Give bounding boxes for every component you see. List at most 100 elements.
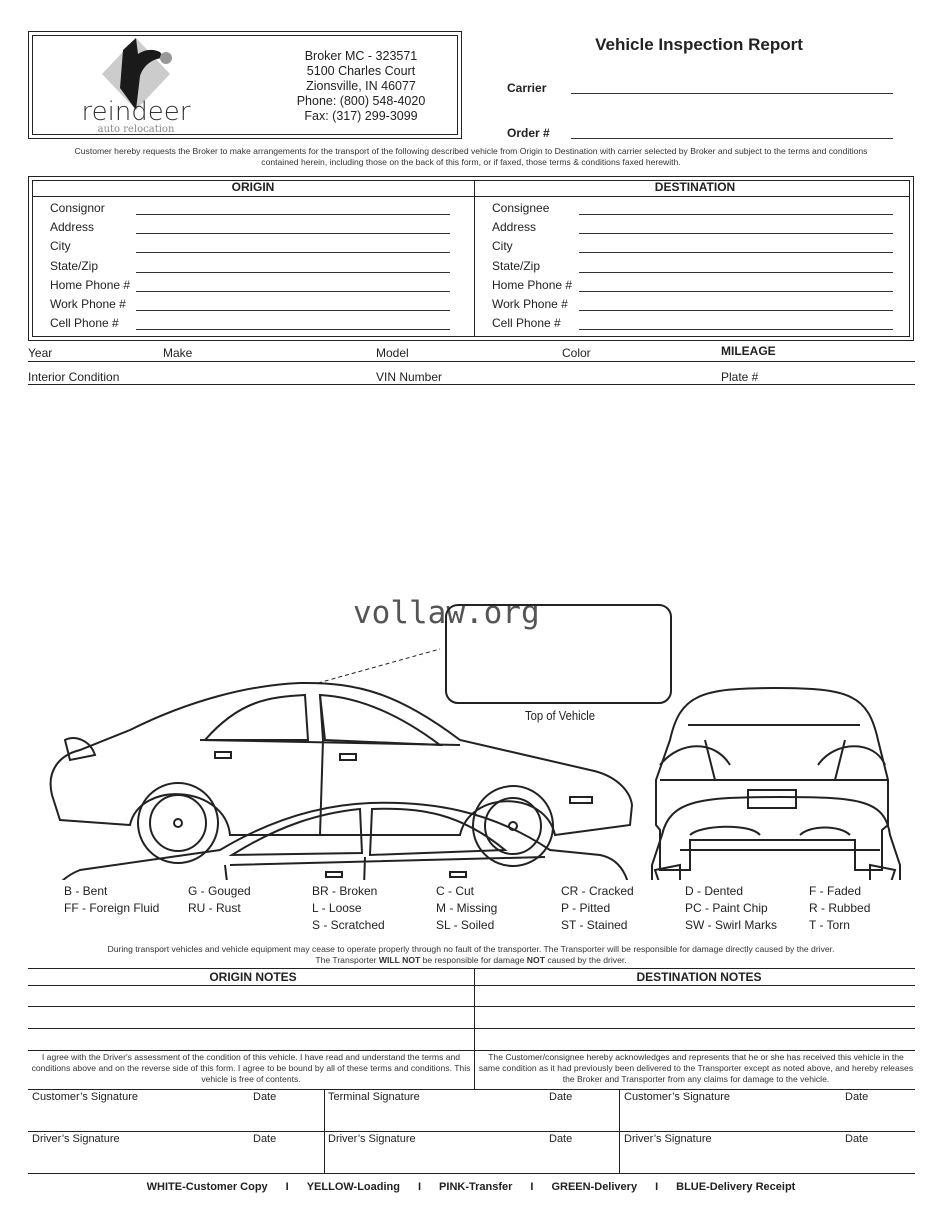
origin-field-input[interactable] bbox=[136, 271, 450, 273]
destination-field-label: Home Phone # bbox=[492, 277, 573, 292]
car-side-passenger[interactable] bbox=[49, 681, 634, 867]
signature-label: Terminal Signature bbox=[328, 1091, 420, 1103]
signature-label: Customer’s Signature bbox=[32, 1091, 138, 1103]
intro-line-1: Customer hereby requests the Broker to m… bbox=[74, 146, 868, 156]
notes-line[interactable] bbox=[28, 1006, 915, 1007]
origin-notes-header: ORIGIN NOTES bbox=[209, 970, 297, 984]
signature-label: Driver’s Signature bbox=[32, 1133, 120, 1145]
page-title: Vehicle Inspection Report bbox=[595, 35, 803, 54]
order-field[interactable] bbox=[571, 138, 893, 139]
copy-label: PINK-Transfer bbox=[439, 1181, 513, 1193]
signature-line[interactable] bbox=[28, 1131, 915, 1132]
broker-box bbox=[28, 31, 462, 139]
mileage-label: MILEAGE bbox=[721, 344, 776, 358]
disclaimer-line-2: The Transporter WILL NOT be responsible … bbox=[108, 955, 835, 966]
destination-field-input[interactable] bbox=[579, 214, 893, 215]
top-of-vehicle-box[interactable] bbox=[445, 604, 672, 704]
origin-field-input[interactable] bbox=[136, 329, 450, 331]
broker-street: 5100 Charles Court bbox=[306, 64, 416, 78]
notes-line[interactable] bbox=[28, 1050, 915, 1051]
vin-label: VIN Number bbox=[376, 370, 443, 384]
damage-code: R - Rubbed bbox=[809, 901, 871, 915]
damage-code: L - Loose bbox=[312, 901, 362, 915]
destination-field-label: Address bbox=[492, 220, 537, 235]
separator: I bbox=[530, 1181, 534, 1193]
divider bbox=[32, 196, 910, 197]
signature-label: Driver’s Signature bbox=[624, 1133, 712, 1145]
damage-code: ST - Stained bbox=[561, 918, 628, 932]
carrier-field[interactable] bbox=[571, 93, 893, 94]
text: The Transporter bbox=[315, 955, 379, 965]
disclaimer-line-1: During transport vehicles and vehicle eq… bbox=[107, 944, 835, 954]
origin-header: ORIGIN bbox=[231, 180, 275, 194]
damage-code: PC - Paint Chip bbox=[685, 901, 768, 915]
origin-field-label: Home Phone # bbox=[50, 277, 131, 292]
date-label: Date bbox=[549, 1091, 573, 1103]
destination-field-input[interactable] bbox=[579, 233, 893, 235]
destination-field-label: City bbox=[492, 239, 513, 254]
origin-field-label: State/Zip bbox=[50, 258, 99, 273]
carrier-label: Carrier bbox=[507, 81, 547, 95]
damage-code: G - Gouged bbox=[188, 884, 251, 898]
divider bbox=[474, 180, 475, 337]
vehicle-row-1-line[interactable] bbox=[28, 361, 915, 362]
damage-code: C - Cut bbox=[436, 884, 475, 898]
plate-label: Plate # bbox=[721, 370, 759, 384]
destination-field-input[interactable] bbox=[579, 271, 893, 273]
car-front-view[interactable] bbox=[651, 795, 901, 880]
destination-agreement: The Customer/consignee hereby acknowledg… bbox=[478, 1052, 914, 1084]
damage-code: B - Bent bbox=[64, 884, 108, 898]
origin-field-input[interactable] bbox=[136, 214, 450, 215]
damage-code: M - Missing bbox=[436, 901, 498, 915]
destination-field-label: Consignee bbox=[492, 201, 550, 215]
origin-field-input[interactable] bbox=[136, 310, 450, 311]
origin-field-input[interactable] bbox=[136, 252, 450, 254]
model-label: Model bbox=[376, 346, 409, 360]
origin-field-input[interactable] bbox=[136, 290, 450, 292]
broker-city: Zionsville, IN 46077 bbox=[306, 79, 416, 93]
origin-field-input[interactable] bbox=[136, 233, 450, 235]
destination-field-input[interactable] bbox=[579, 290, 893, 292]
order-label: Order # bbox=[507, 126, 550, 140]
date-label: Date bbox=[845, 1091, 869, 1103]
copy-label: GREEN-Delivery bbox=[551, 1181, 638, 1193]
car-rear-view[interactable] bbox=[655, 686, 889, 871]
svg-text:reindeer: reindeer bbox=[81, 97, 190, 127]
origin-field-label: Cell Phone # bbox=[50, 316, 119, 331]
date-label: Date bbox=[253, 1091, 277, 1103]
destination-field-label: State/Zip bbox=[492, 258, 541, 273]
destination-header: DESTINATION bbox=[654, 180, 736, 194]
disclaimer: During transport vehicles and vehicle eq… bbox=[108, 944, 835, 966]
destination-field-input[interactable] bbox=[579, 252, 893, 254]
interior-label: Interior Condition bbox=[28, 370, 120, 384]
damage-code: SW - Swirl Marks bbox=[685, 918, 777, 932]
text: caused by the driver. bbox=[544, 955, 627, 965]
damage-code: F - Faded bbox=[809, 884, 862, 898]
destination-notes-header: DESTINATION NOTES bbox=[636, 970, 762, 984]
divider bbox=[28, 968, 915, 969]
text: be responsible for damage bbox=[420, 955, 527, 965]
damage-code: P - Pitted bbox=[561, 901, 611, 915]
top-of-vehicle-label: Top of Vehicle bbox=[524, 709, 596, 723]
date-label: Date bbox=[253, 1133, 277, 1145]
origin-agreement: I agree with the Driver's assessment of … bbox=[31, 1052, 471, 1084]
vehicle-diagrams[interactable]: vollaw.org bbox=[0, 395, 943, 880]
notes-line[interactable] bbox=[28, 1028, 915, 1029]
destination-field-input[interactable] bbox=[579, 310, 893, 311]
separator: I bbox=[417, 1181, 422, 1193]
origin-field-label: City bbox=[50, 239, 71, 254]
destination-field-label: Work Phone # bbox=[492, 297, 568, 311]
destination-field-input[interactable] bbox=[579, 329, 893, 331]
notes-line[interactable] bbox=[28, 985, 915, 986]
broker-phone: Phone: (800) 548-4020 bbox=[296, 94, 426, 108]
damage-code: RU - Rust bbox=[188, 901, 241, 915]
damage-code: SL - Soiled bbox=[436, 918, 495, 932]
damage-code: BR - Broken bbox=[312, 884, 378, 898]
signature-line[interactable] bbox=[28, 1173, 915, 1174]
damage-code: S - Scratched bbox=[312, 918, 385, 932]
vehicle-row-2-line[interactable] bbox=[28, 384, 915, 385]
svg-text:auto relocation: auto relocation bbox=[98, 124, 175, 135]
copy-label: YELLOW-Loading bbox=[306, 1181, 400, 1193]
